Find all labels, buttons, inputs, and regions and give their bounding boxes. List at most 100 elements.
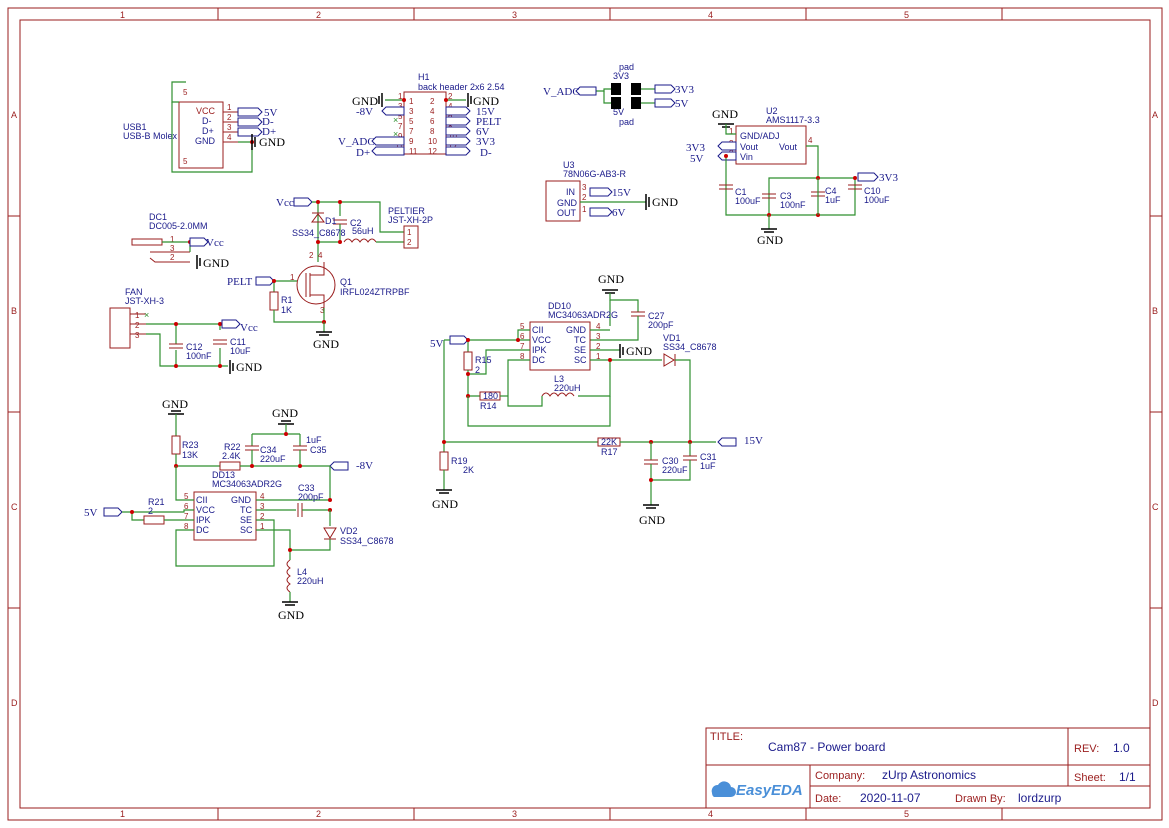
dd10-pnum: 3: [596, 332, 601, 341]
h1-left-pin-nums: 1 3 5 7 9 11: [409, 97, 418, 156]
dd10-gnd-top: GND: [598, 272, 624, 286]
u2-pin-gndadj: GND/ADJ: [740, 131, 780, 141]
peltier-pnum: 1: [407, 228, 412, 237]
zone-row-c-left: C: [11, 502, 18, 512]
dd10-pnum: 1: [596, 352, 601, 361]
d1-value: SS34_C8678: [292, 228, 346, 238]
h1-outer-right-num: 2: [448, 92, 453, 101]
vd1-ref: VD1: [663, 333, 681, 343]
usb1-pin-vcc: VCC: [196, 106, 216, 116]
usb1-pnum-5b: 5: [183, 157, 188, 166]
zone-col-1-bottom: 1: [120, 809, 125, 819]
rev-label: REV:: [1074, 743, 1099, 755]
usb1-pnum-5a: 5: [183, 88, 188, 97]
usb1-ref: USB1: [123, 122, 147, 132]
date-label: Date:: [815, 793, 841, 805]
zone-row-b-left: B: [11, 306, 17, 316]
r23-value: 13K: [182, 450, 198, 460]
dd13-pnum: 1: [260, 522, 265, 531]
vd2-ref: VD2: [340, 526, 358, 536]
pelt-net-label: PELT: [227, 276, 253, 288]
u2-gnd-label: GND: [712, 107, 738, 121]
c1-ref: C1: [735, 187, 747, 197]
c34-value: 220uF: [260, 454, 286, 464]
dd13-pin: DC: [196, 525, 209, 535]
dd10-pin: SC: [574, 355, 587, 365]
h1-ref: H1: [418, 72, 430, 82]
r21-value: 2: [148, 506, 153, 516]
zone-row-a-right: A: [1152, 110, 1158, 120]
h1-left-num: 11: [409, 147, 418, 156]
fan-value: JST-XH-3: [125, 296, 164, 306]
u2-net-3v3: 3V3: [686, 142, 705, 154]
zone-col-3-bottom: 3: [512, 809, 517, 819]
u3-78n06-regulator[interactable]: U3 78N06G-AB3-R IN GND OUT 3 2 1 15V 6V …: [545, 160, 678, 222]
u3-net-15v: 15V: [612, 187, 631, 199]
dd10-pnum: 2: [596, 342, 601, 351]
l4-gnd-label: GND: [278, 608, 304, 622]
c35-ref: C35: [310, 445, 327, 455]
r17-value: 22K: [601, 437, 617, 447]
h1-gnd-right: GND: [473, 94, 499, 108]
dd13-pin: IPK: [196, 515, 211, 525]
h1-net-dminus: D-: [480, 147, 492, 159]
zone-col-5-bottom: 5: [904, 809, 909, 819]
dd10-gnd-right: GND: [626, 344, 652, 358]
r1-value: 1K: [281, 305, 292, 315]
c2-value: 56uH: [352, 226, 374, 236]
dd10-pnum: 5: [520, 322, 525, 331]
r15-ref: R15: [475, 355, 492, 365]
dd13-mc34063-inverter[interactable]: GND R23 13K R22 2.4K GND C34 220uF 1uF C…: [84, 397, 394, 622]
r14-ref: R14: [480, 401, 497, 411]
u2-ams1117-regulator[interactable]: U2 AMS1117-3.3 GND/ADJ Vout Vin Vout 1 2…: [686, 106, 898, 247]
fan-pnum: 3: [135, 331, 140, 340]
h1-net-vadc: V_ADC: [338, 136, 375, 148]
h1-right-num: 6: [430, 117, 435, 126]
r19-gnd-label: GND: [432, 497, 458, 511]
dd10-pin: TC: [574, 335, 586, 345]
h1-net-6v: 6V: [476, 126, 490, 138]
dd10-15v-label: 15V: [744, 435, 763, 447]
u2-pin-vout: Vout: [740, 142, 759, 152]
h1-left-num: 9: [409, 137, 414, 146]
peltier-ref: PELTIER: [388, 206, 425, 216]
dc1-pnum: 2: [170, 253, 175, 262]
company-value: zUrp Astronomics: [882, 768, 976, 782]
dd10-pnum: 4: [596, 322, 601, 331]
usb1-net-dminus: D-: [262, 116, 274, 128]
h1-nc-mark: ×: [393, 115, 398, 125]
h1-net-dplus: D+: [356, 147, 370, 159]
peltier-value: JST-XH-2P: [388, 215, 433, 225]
c31-ref: C31: [700, 452, 717, 462]
r19-value: 2K: [463, 465, 474, 475]
sheet-label: Sheet:: [1074, 772, 1106, 784]
peltier-pnum: 2: [407, 238, 412, 247]
c2-ref: C2: [350, 218, 362, 228]
c12-ref: C12: [186, 342, 203, 352]
usb1-connector[interactable]: USB1 USB-B Molex VCC D- D+ GND 1 2 3 4 5…: [123, 81, 285, 173]
c3-value: 100nF: [780, 200, 806, 210]
c12-value: 100nF: [186, 351, 212, 361]
zone-col-4-top: 4: [708, 10, 713, 20]
usb1-value: USB-B Molex: [123, 131, 178, 141]
zone-row-c-right: C: [1152, 502, 1159, 512]
usb1-pin-gnd: GND: [195, 136, 216, 146]
dc1-net-vcc: Vcc: [206, 237, 224, 249]
fan-net-vcc: Vcc: [240, 322, 258, 334]
zone-row-b-right: B: [1152, 306, 1158, 316]
u3-net-6v: 6V: [612, 207, 626, 219]
fan-gnd-label: GND: [236, 360, 262, 374]
dc1-power-jack[interactable]: DC1 DC005-2.0MM 1 3 2 Vcc GND: [131, 212, 229, 270]
c10-ref: C10: [864, 186, 881, 196]
vadc-pad-selector[interactable]: pad 3V3 5V pad V_ADC 3V3 5V: [543, 62, 694, 127]
h1-back-header[interactable]: H1 back header 2x6 2.54 1 3 5 7 9 11 2 4…: [338, 72, 505, 159]
dd13-pnum: 8: [184, 522, 189, 531]
peltier-driver[interactable]: Vcc SS34_C8678 D1 C2 56uH PELTIER JST-XH…: [227, 197, 433, 351]
fan-connector[interactable]: FAN JST-XH-3 1 2 3 × C12 100nF C11 10uF …: [109, 287, 262, 374]
dd10-mc34063-boost[interactable]: GND C27 200pF DD10 MC34063ADR2G CII VCC …: [430, 272, 763, 527]
u3-gnd-label: GND: [652, 195, 678, 209]
usb1-pnum-1: 1: [227, 103, 232, 112]
u2-pin-vin: Vin: [740, 152, 753, 162]
usb1-net-dplus: D+: [262, 126, 276, 138]
